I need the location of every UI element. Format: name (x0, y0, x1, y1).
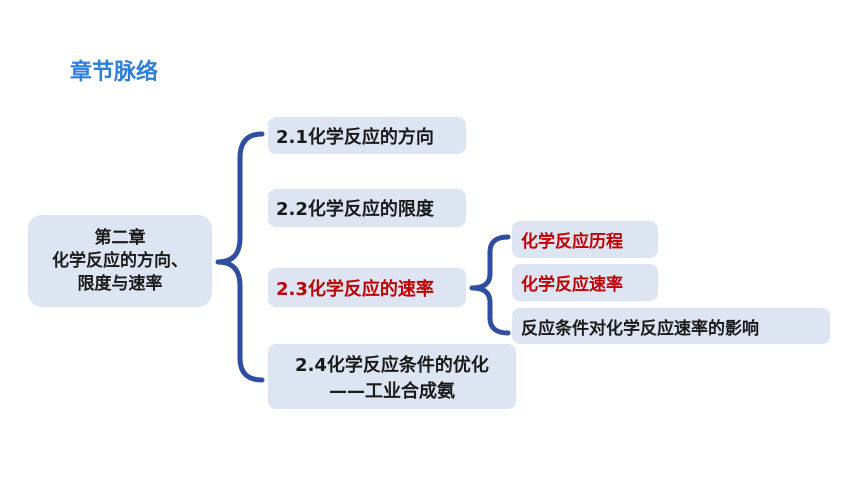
subsection-reaction-mechanism-label: 化学反应历程 (521, 232, 623, 252)
root-chapter-box: 第二章 化学反应的方向、 限度与速率 (28, 215, 212, 307)
subsection-reaction-rate-label: 化学反应速率 (521, 275, 623, 295)
section-2-4-box: 2.4化学反应条件的优化 ——工业合成氨 (268, 344, 516, 409)
root-line-3: 限度与速率 (77, 273, 163, 294)
page-title: 章节脉络 (70, 60, 159, 85)
root-line-1: 第二章 (94, 227, 146, 248)
subsection-rate-conditions-label: 反应条件对化学反应速率的影响 (521, 318, 759, 339)
section-2-1-label: 2.1化学反应的方向 (276, 126, 434, 148)
section-2-4-line-1: 2.4化学反应条件的优化 (295, 354, 489, 376)
section-2-3-label: 2.3化学反应的速率 (276, 278, 434, 300)
section-2-3-box: 2.3化学反应的速率 (268, 268, 466, 307)
section-2-2-label: 2.2化学反应的限度 (276, 199, 434, 220)
main-brace (215, 131, 265, 383)
sub-brace (469, 234, 511, 336)
section-2-4-line-2: ——工业合成氨 (329, 380, 455, 402)
section-2-1-box: 2.1化学反应的方向 (268, 117, 466, 154)
section-2-2-box: 2.2化学反应的限度 (268, 189, 466, 227)
subsection-reaction-rate-box: 化学反应速率 (512, 264, 658, 301)
subsection-reaction-mechanism-box: 化学反应历程 (512, 221, 658, 258)
root-line-2: 化学反应的方向、 (52, 250, 188, 271)
subsection-rate-conditions-box: 反应条件对化学反应速率的影响 (512, 308, 830, 344)
